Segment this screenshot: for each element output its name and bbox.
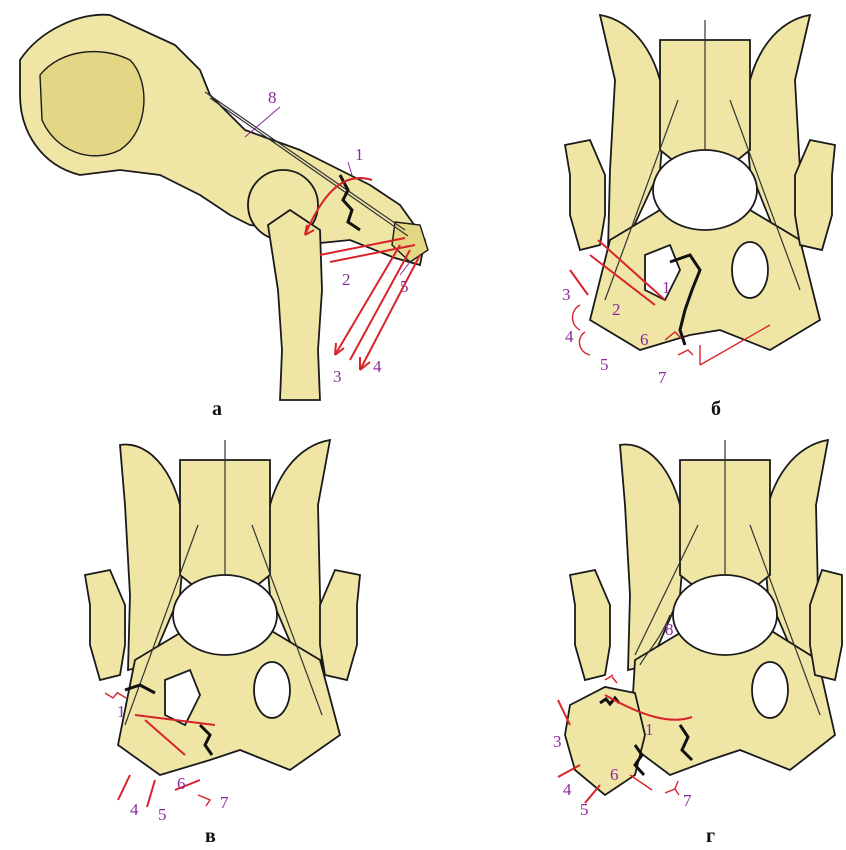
arrow-4 xyxy=(573,305,581,330)
displaced-fragment xyxy=(565,687,645,795)
arrow-3 xyxy=(335,245,400,355)
pelvis-dorsal-drawing-d: 8 1 3 4 5 6 7 xyxy=(430,425,846,850)
right-femur xyxy=(320,570,360,680)
panel-label-c: в xyxy=(205,825,216,848)
label-4: 4 xyxy=(565,327,574,346)
arrow-3 xyxy=(570,270,588,295)
label-3: 3 xyxy=(553,732,562,751)
arrow-5 xyxy=(579,332,590,355)
right-obturator xyxy=(732,242,768,298)
label-6: 6 xyxy=(177,774,186,793)
right-obturator xyxy=(254,662,290,718)
panel-b: 1 2 3 4 5 6 7 б xyxy=(430,0,846,425)
ilium-inner xyxy=(40,52,144,156)
label-1: 1 xyxy=(355,145,364,164)
label-5: 5 xyxy=(580,800,589,819)
marker-7 xyxy=(198,795,210,806)
label-5: 5 xyxy=(400,277,409,296)
label-4: 4 xyxy=(373,357,382,376)
arrow-4 xyxy=(350,250,410,360)
right-obturator xyxy=(752,662,788,718)
label-6: 6 xyxy=(610,765,619,784)
arrow-5 xyxy=(147,780,155,807)
pelvis-lateral-drawing: 8 1 2 5 3 4 xyxy=(0,0,440,425)
label-1: 1 xyxy=(662,278,671,297)
label-3: 3 xyxy=(562,285,571,304)
pubis-ischium xyxy=(590,210,820,350)
femur-shaft xyxy=(268,210,322,400)
left-femur xyxy=(85,570,125,680)
right-femur xyxy=(795,140,835,250)
label-1: 1 xyxy=(645,720,654,739)
left-femur xyxy=(565,140,605,250)
label-8: 8 xyxy=(268,88,277,107)
panel-label-d: г xyxy=(706,825,715,848)
label-7: 7 xyxy=(658,368,667,387)
pelvis-dorsal-drawing-c: 1 6 4 5 7 xyxy=(0,425,430,850)
marker-top xyxy=(605,675,617,683)
label-2: 2 xyxy=(342,270,351,289)
label-1: 1 xyxy=(117,702,126,721)
label-7: 7 xyxy=(220,793,229,812)
marker-top xyxy=(105,692,126,698)
marker-7 xyxy=(665,781,679,795)
label-8: 8 xyxy=(665,620,674,639)
arrow-4 xyxy=(118,775,130,800)
label-4: 4 xyxy=(130,800,139,819)
label-4: 4 xyxy=(563,780,572,799)
label-5: 5 xyxy=(158,805,167,824)
left-femur xyxy=(570,570,610,680)
pelvic-inlet xyxy=(673,575,777,655)
panel-a: 8 1 2 5 3 4 а xyxy=(0,0,440,425)
panel-d: 8 1 3 4 5 6 7 г xyxy=(430,425,846,850)
panel-label-a: а xyxy=(212,398,222,421)
pelvic-inlet xyxy=(653,150,757,230)
label-5: 5 xyxy=(600,355,609,374)
pelvic-inlet xyxy=(173,575,277,655)
label-2: 2 xyxy=(612,300,621,319)
panel-label-b: б xyxy=(711,398,721,421)
label-6: 6 xyxy=(640,330,649,349)
label-7: 7 xyxy=(683,791,692,810)
pelvis-dorsal-drawing-b: 1 2 3 4 5 6 7 xyxy=(430,0,846,425)
label-3: 3 xyxy=(333,367,342,386)
panel-c: 1 6 4 5 7 в xyxy=(0,425,430,850)
